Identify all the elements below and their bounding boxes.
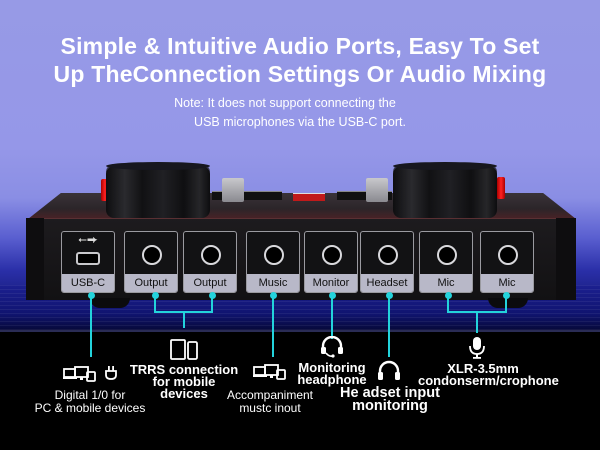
jack-socket [264,245,284,265]
caption-usb: Digital 1/0 for PC & mobile devices [34,388,146,415]
port-label: Headset [361,274,413,292]
fader-track-right [337,191,392,200]
usb-icon: ⭠⮕ [78,234,98,246]
red-button-left [101,179,109,201]
caption-headset: He adset input monitoring [340,385,440,414]
usb-c-socket [76,252,100,265]
headline-line-2: Up TheConnection Settings Or Audio Mixin… [53,61,547,87]
jack-socket [322,245,342,265]
red-button-right [497,177,505,199]
jack-socket [201,245,221,265]
headphones-icon [377,360,401,382]
device-side-right [556,218,576,300]
device-foot-left [90,298,130,308]
jack-socket [437,245,457,265]
port-label: Mic [481,274,533,292]
surface-edge [0,330,600,332]
fader-track-left [212,191,282,200]
fader-right [366,178,388,202]
port-output-1: Output [124,231,178,293]
note-line-2: USB microphones via the USB-C port. [194,115,406,129]
caption-mic: XLR-3.5mm condonserm/crophone [418,361,559,388]
port-label: Output [184,274,236,292]
port-mic-2: Mic [480,231,534,293]
caption-music: Accompaniment mustc inout [226,388,314,415]
caption-area [0,332,600,450]
port-label: Music [247,274,299,292]
port-label: Mic [420,274,472,292]
volume-knob-right [393,162,497,218]
note: Note: It does not support connecting the… [0,94,600,132]
port-mic-1: Mic [419,231,473,293]
port-output-2: Output [183,231,237,293]
port-label: Output [125,274,177,292]
computer-devices-icon [253,364,287,380]
fader-left [222,178,244,202]
caption-monitor: Monitoring headphone [297,360,367,387]
device-side-left [26,218,44,300]
tablet-phone-icon [170,339,198,361]
port-label: USB-C [62,274,114,292]
port-monitor: Monitor [304,231,358,293]
volume-knob-left [106,162,210,218]
device-foot-right [488,298,528,308]
plug-icon [104,365,118,381]
headline: Simple & Intuitive Audio Ports, Easy To … [0,32,600,88]
port-headset: Headset [360,231,414,293]
port-row: ⭠⮕ USB-C Output Output Music Monitor Hea… [61,231,534,293]
port-label: Monitor [305,274,357,292]
headset-mic-icon [319,336,345,358]
headline-line-1: Simple & Intuitive Audio Ports, Easy To … [60,33,540,59]
red-indicator [293,193,325,201]
port-usb-c: ⭠⮕ USB-C [61,231,115,293]
microphone-icon [467,336,487,360]
computer-devices-icon [63,366,97,382]
port-music: Music [246,231,300,293]
note-line-1: Note: It does not support connecting the [174,96,396,110]
jack-socket [142,245,162,265]
jack-socket [378,245,398,265]
caption-output: TRRS connection for mobile devices [129,362,239,401]
jack-socket [498,245,518,265]
